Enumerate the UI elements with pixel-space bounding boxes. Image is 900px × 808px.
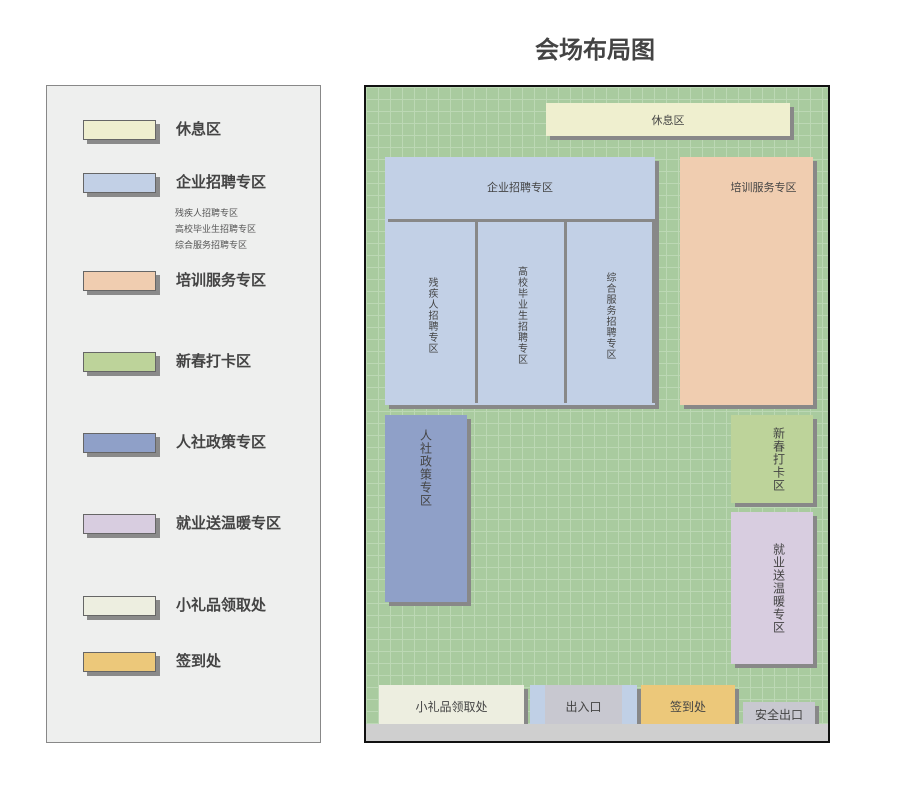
legend-swatch	[83, 596, 156, 616]
legend-sublabel: 残疾人招聘专区	[175, 209, 239, 219]
legend-label: 小礼品领取处	[176, 596, 267, 614]
legend-swatch	[83, 433, 156, 453]
legend-swatch	[83, 514, 156, 534]
legend-swatch	[83, 352, 156, 372]
zone-recruit-graduates: 高校毕业生招聘专区	[478, 219, 567, 403]
legend-sublabel: 高校毕业生招聘专区	[175, 225, 257, 235]
legend-label: 新春打卡区	[176, 352, 252, 370]
legend-label: 签到处	[176, 652, 222, 670]
legend-label: 企业招聘专区	[176, 173, 267, 191]
legend-sublabel: 综合服务招聘专区	[175, 241, 248, 251]
zone-rest: 休息区	[546, 103, 790, 136]
zone-recruit-disabled: 残疾人招聘专区	[388, 219, 478, 403]
sub-label: 残疾人招聘专区	[426, 277, 437, 354]
zone-recruit-label: 企业招聘专区	[487, 181, 553, 194]
legend-panel: 休息区 企业招聘专区 残疾人招聘专区 高校毕业生招聘专区 综合服务招聘专区 培训…	[46, 85, 321, 743]
zone-policy: 人社政策专区	[385, 415, 467, 602]
legend-swatch	[83, 652, 156, 672]
zone-training: 培训服务专区	[680, 157, 813, 405]
legend-label: 就业送温暖专区	[176, 514, 282, 532]
entrance: 出入口	[530, 685, 637, 727]
bottom-wall	[366, 724, 828, 741]
venue-map: 休息区 企业招聘专区 残疾人招聘专区 高校毕业生招聘专区 综合服务招聘专区 培训…	[364, 85, 830, 743]
zone-gift: 小礼品领取处	[379, 685, 524, 727]
legend-label: 培训服务专区	[176, 271, 267, 289]
zone-recruit-general: 综合服务招聘专区	[567, 219, 655, 403]
sub-label: 高校毕业生招聘专区	[515, 266, 527, 365]
zone-warm: 就业送温暖专区	[731, 512, 813, 664]
legend-swatch	[83, 120, 156, 140]
zone-signin: 签到处	[641, 685, 735, 727]
legend-label: 人社政策专区	[176, 433, 267, 451]
legend-swatch	[83, 173, 156, 193]
page-title: 会场布局图	[535, 36, 655, 64]
legend-swatch	[83, 271, 156, 291]
emergency-exit: 安全出口	[743, 702, 815, 727]
sub-label: 综合服务招聘专区	[604, 271, 615, 360]
legend-label: 休息区	[176, 120, 222, 138]
zone-spring: 新春打卡区	[731, 415, 813, 503]
zone-recruit: 企业招聘专区 残疾人招聘专区 高校毕业生招聘专区 综合服务招聘专区	[385, 157, 655, 405]
